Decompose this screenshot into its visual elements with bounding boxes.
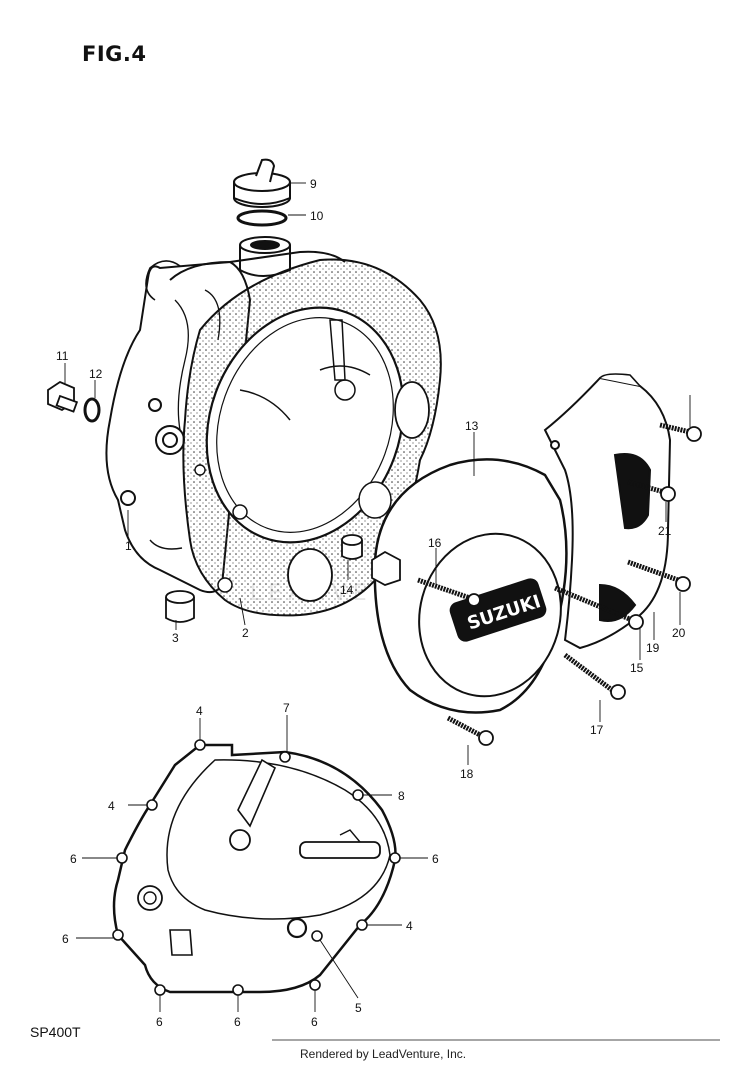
callout-16: 17	[590, 723, 604, 737]
bolt-19	[627, 559, 691, 592]
callout-20: 21	[658, 524, 672, 538]
callout-11: 12	[89, 367, 103, 381]
callout-8: 9	[310, 177, 317, 191]
footer-credit: Rendered by LeadVenture, Inc.	[300, 1047, 467, 1061]
clutch-cover	[112, 739, 401, 996]
callout-5: 5	[355, 1001, 362, 1015]
drain-bolt	[47, 380, 79, 413]
bolt-21	[659, 422, 702, 442]
callout-19: 20	[672, 626, 686, 640]
callout-6-bottom-2: 6	[234, 1015, 241, 1029]
callout-15: 16	[428, 536, 442, 550]
callout-4-top: 4	[196, 704, 203, 718]
bolt-14	[554, 585, 644, 630]
oil-filler-cap	[233, 158, 291, 208]
callout-3: 3	[172, 631, 179, 645]
callout-6-bottom-1: 6	[156, 1015, 163, 1029]
callout-6-left: 6	[70, 852, 77, 866]
o-ring	[236, 209, 288, 227]
plug-5	[311, 930, 323, 942]
cover-bolts	[417, 422, 702, 746]
callout-18: 19	[646, 641, 660, 655]
callout-14: 15	[630, 661, 644, 675]
generator-cover: SUZUKI	[371, 458, 568, 714]
dowel-pin-2	[341, 534, 363, 560]
model-code: SP400T	[30, 1024, 81, 1040]
callout-17: 18	[460, 767, 474, 781]
callout-10: 11	[56, 349, 69, 363]
bolt-15	[417, 577, 481, 607]
callout-4-left: 4	[108, 799, 115, 813]
bolt-17	[446, 715, 494, 746]
drain-washer	[83, 397, 101, 423]
callout-1: 1	[125, 539, 132, 553]
callout-12: 13	[465, 419, 479, 433]
callout-6-right: 6	[432, 852, 439, 866]
housing-inner-ribs	[239, 319, 371, 421]
callout-6-lower-left: 6	[62, 932, 69, 946]
inspection-window	[286, 917, 308, 939]
callout-9: 10	[310, 209, 324, 223]
figure-title: FIG.4	[82, 42, 147, 66]
callout-13: 14	[340, 583, 354, 597]
leader-lines	[64, 182, 691, 1012]
callout-2: 2	[242, 626, 249, 640]
bolt-16	[563, 652, 626, 700]
callout-7-top: 7	[283, 701, 290, 715]
sprocket-cover	[543, 373, 672, 650]
callout-7-right: 8	[398, 789, 405, 803]
bolt-20	[627, 479, 676, 502]
gasket	[182, 258, 442, 617]
callout-6-bottom-3: 6	[311, 1015, 318, 1029]
callout-4-right: 4	[406, 919, 413, 933]
callout-labels: 9 10 11 12 1 2 3 14 13 16 15 17 18 19 20…	[56, 177, 686, 1029]
dowel-pin	[165, 590, 195, 623]
